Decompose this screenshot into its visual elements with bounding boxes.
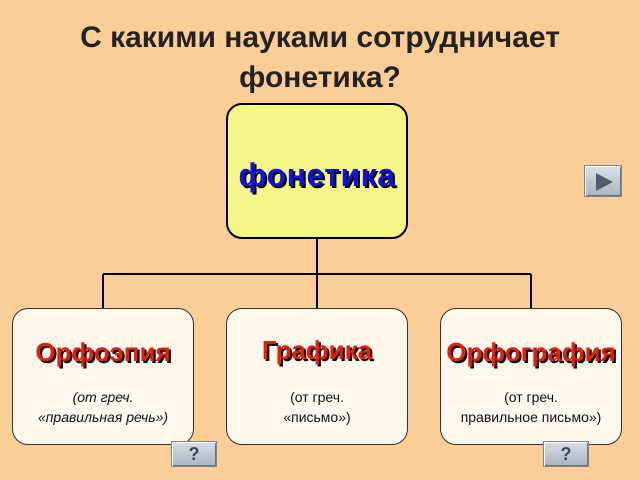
next-slide-button[interactable] <box>584 165 622 197</box>
page-title: С какими науками сотрудничает фонетика? <box>0 18 640 98</box>
child-note-line-1: (от греч. <box>504 389 558 405</box>
help-button-orthography[interactable]: ? <box>543 441 589 467</box>
child-node-orthography: Орфография (от греч. правильное письмо») <box>440 308 622 445</box>
root-label: фонетика <box>238 157 396 193</box>
child-note: (от греч. «правильная речь») <box>0 387 213 427</box>
child-title: Орфография <box>446 337 616 367</box>
title-line-1: С какими науками сотрудничает <box>80 21 560 54</box>
child-note-line-2: «правильная речь») <box>37 409 169 425</box>
child-note-line-2: «письмо») <box>283 409 351 425</box>
child-node-orthoepy: Орфоэпия (от греч. «правильная речь») <box>12 308 194 445</box>
child-note: (от греч. правильное письмо») <box>421 387 640 427</box>
child-title: Графика <box>261 335 373 365</box>
child-note-line-2: правильное письмо») <box>460 409 602 425</box>
child-note: (от греч. «письмо») <box>207 387 427 427</box>
root-node: фонетика <box>226 103 408 239</box>
play-arrow-icon <box>596 173 613 191</box>
help-button-orthoepy[interactable]: ? <box>171 441 217 467</box>
child-note-line-1: (от греч. <box>72 389 134 405</box>
child-node-graphics: Графика (от греч. «письмо») <box>226 308 408 445</box>
child-title: Орфоэпия <box>35 337 171 367</box>
child-note-line-1: (от греч. <box>290 389 344 405</box>
title-line-2: фонетика? <box>239 61 401 94</box>
